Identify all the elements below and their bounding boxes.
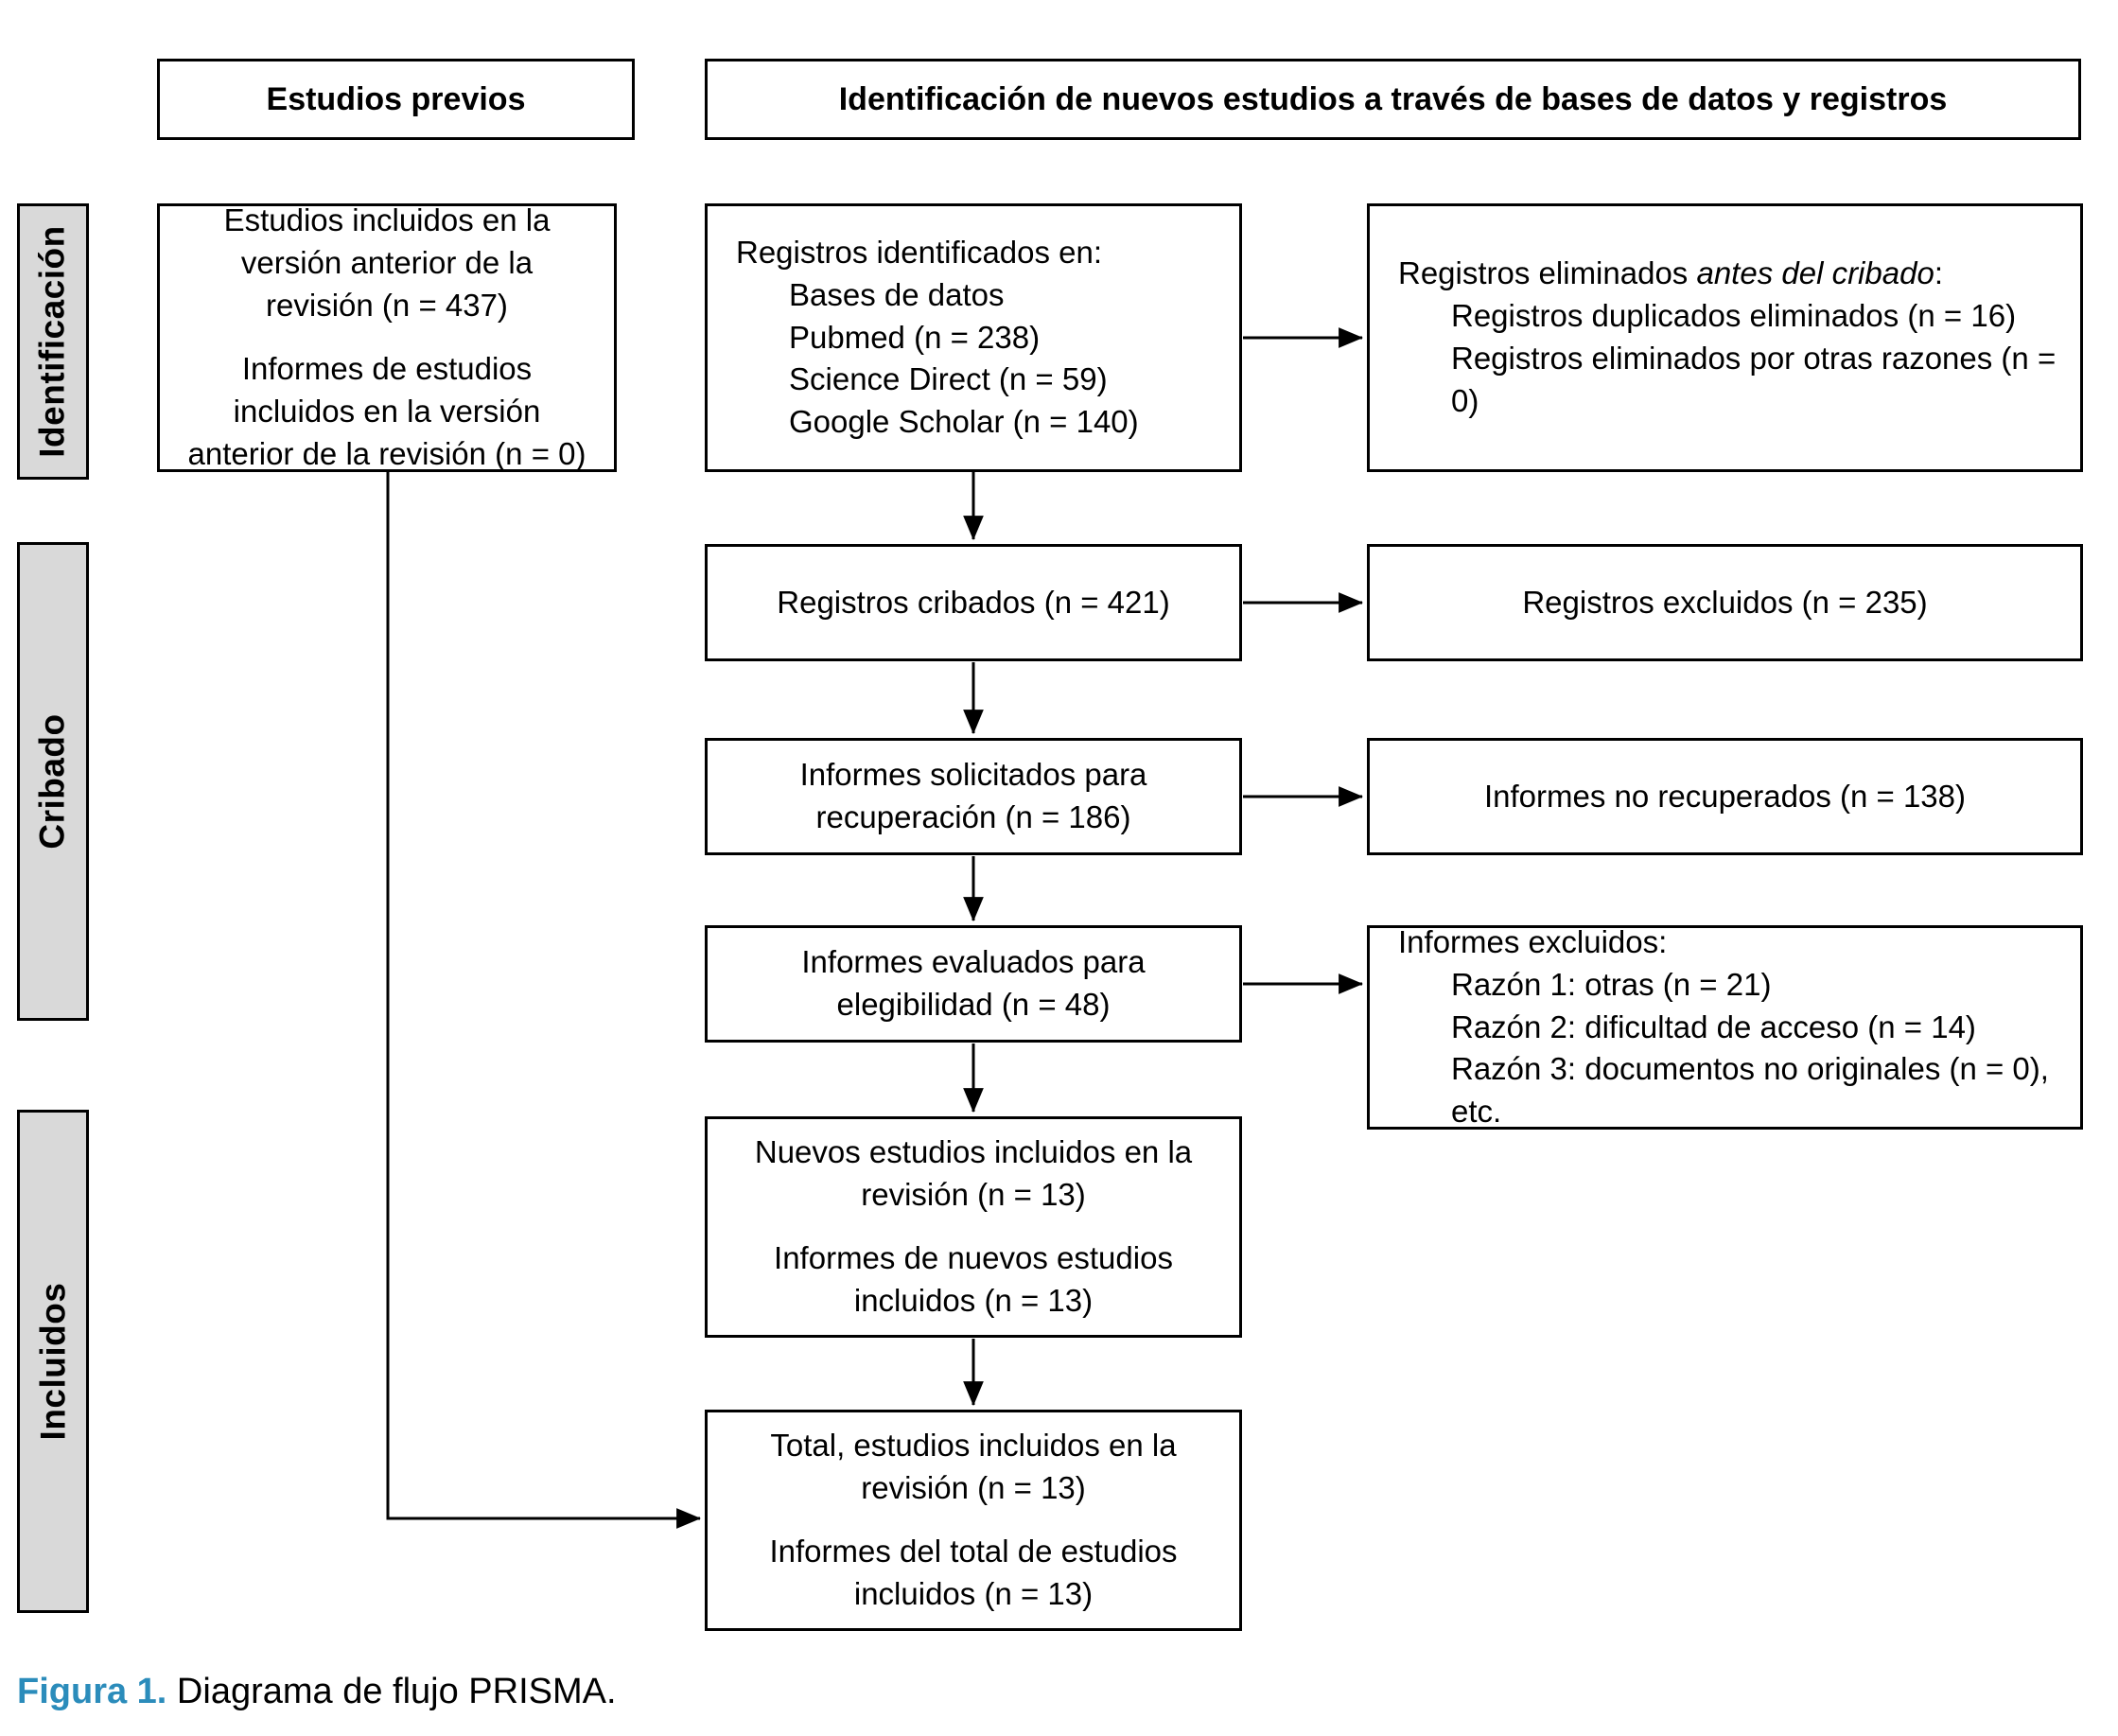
stage-identification: Identificación bbox=[17, 203, 89, 480]
header-identification-sources: Identificación de nuevos estudios a trav… bbox=[705, 59, 2081, 140]
records-identified-title: Registros identificados en: bbox=[736, 234, 1103, 270]
reports-assessed-label: Informes evaluados para elegibilidad (n … bbox=[801, 944, 1146, 1022]
arrow-previous-to-total bbox=[386, 472, 702, 1529]
records-identified-item: Bases de datos bbox=[789, 276, 1005, 312]
figure-caption: Figura 1. Diagrama de flujo PRISMA. bbox=[17, 1671, 617, 1714]
previous-studies-line-2: Informes de estudios incluidos en la ver… bbox=[187, 351, 586, 471]
previous-studies-line-1: Estudios incluidos en la versión anterio… bbox=[223, 202, 551, 324]
figure-caption-label: Figura 1. bbox=[17, 1672, 167, 1711]
box-reports-assessed: Informes evaluados para elegibilidad (n … bbox=[705, 925, 1242, 1043]
new-studies-line-2: Informes de nuevos estudios incluidos (n… bbox=[774, 1240, 1173, 1318]
total-studies-line-2: Informes del total de estudios incluidos… bbox=[769, 1534, 1178, 1611]
reports-not-retrieved-label: Informes no recuperados (n = 138) bbox=[1483, 778, 1967, 814]
box-total-studies: Total, estudios incluidos en la revisión… bbox=[705, 1410, 1242, 1631]
records-removed-item: Registros eliminados por otras razones (… bbox=[1451, 341, 2057, 418]
box-reports-excluded: Informes excluidos: Razón 1: otras (n = … bbox=[1367, 924, 2083, 1130]
reports-excluded-item: Razón 1: otras (n = 21) bbox=[1451, 966, 1772, 1002]
records-removed-item: Registros duplicados eliminados (n = 16) bbox=[1451, 298, 2017, 334]
stage-included-label: Incluidos bbox=[33, 1282, 72, 1441]
records-identified-item: Pubmed (n = 238) bbox=[789, 319, 1041, 355]
box-records-identified: Registros identificados en: Bases de dat… bbox=[705, 203, 1242, 472]
stage-screening-label: Cribado bbox=[33, 713, 72, 850]
records-removed-title: Registros eliminados antes del cribado: bbox=[1398, 253, 1943, 295]
box-previous-studies: Estudios incluidos en la versión anterio… bbox=[157, 202, 617, 472]
reports-excluded-item: Razón 3: documentos no originales (n = 0… bbox=[1451, 1051, 2049, 1130]
box-records-excluded: Registros excluidos (n = 235) bbox=[1367, 544, 2083, 661]
header-identification-sources-label: Identificación de nuevos estudios a trav… bbox=[838, 80, 1948, 117]
total-studies-line-1: Total, estudios incluidos en la revisión… bbox=[770, 1428, 1177, 1506]
header-previous-studies: Estudios previos bbox=[157, 59, 635, 140]
box-reports-not-retrieved: Informes no recuperados (n = 138) bbox=[1367, 738, 2083, 855]
box-records-screened: Registros cribados (n = 421) bbox=[705, 544, 1242, 661]
records-identified-item: Google Scholar (n = 140) bbox=[789, 404, 1139, 440]
stage-included: Incluidos bbox=[17, 1110, 89, 1613]
figure-caption-text: Diagrama de flujo PRISMA. bbox=[166, 1672, 617, 1711]
reports-sought-label: Informes solicitados para recuperación (… bbox=[799, 757, 1147, 834]
new-studies-line-1: Nuevos estudios incluidos en la revisión… bbox=[754, 1134, 1193, 1213]
box-records-removed: Registros eliminados antes del cribado: … bbox=[1367, 203, 2083, 472]
box-new-studies: Nuevos estudios incluidos en la revisión… bbox=[705, 1116, 1242, 1338]
box-reports-sought: Informes solicitados para recuperación (… bbox=[705, 738, 1242, 855]
stage-screening: Cribado bbox=[17, 542, 89, 1021]
records-removed-title-italic: antes del cribado bbox=[1696, 255, 1934, 291]
reports-excluded-title: Informes excluidos: bbox=[1398, 923, 1668, 959]
records-excluded-label: Registros excluidos (n = 235) bbox=[1522, 584, 1928, 620]
records-removed-title-suffix: : bbox=[1934, 255, 1943, 291]
records-removed-title-prefix: Registros eliminados bbox=[1398, 255, 1697, 291]
header-previous-studies-label: Estudios previos bbox=[266, 80, 526, 117]
records-screened-label: Registros cribados (n = 421) bbox=[777, 584, 1170, 620]
records-identified-item: Science Direct (n = 59) bbox=[789, 361, 1108, 397]
stage-identification-label: Identificación bbox=[33, 225, 73, 458]
reports-excluded-item: Razón 2: dificultad de acceso (n = 14) bbox=[1451, 1008, 1976, 1044]
